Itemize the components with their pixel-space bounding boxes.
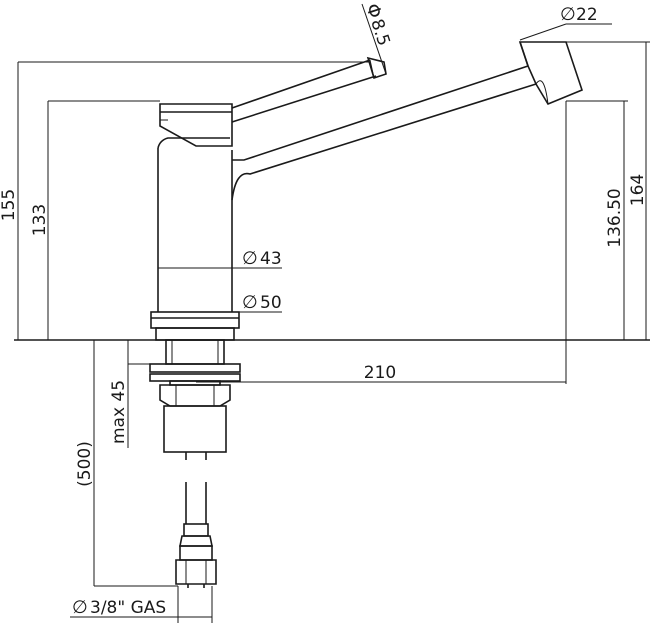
dim-label-133: 133 (30, 204, 50, 236)
dimension-155: 155 (0, 61, 370, 340)
dim-label-reach: 210 (364, 363, 396, 383)
diameter-symbol-body: ∅ (242, 248, 258, 269)
dim-label-hose-length: (500) (75, 441, 95, 487)
flexible-hose (175, 482, 217, 588)
dimension-spout-diameter: ∅ 22 (519, 4, 612, 41)
dim-label-spout-diameter: 22 (576, 5, 598, 25)
diameter-symbol-connection: ∅ (72, 597, 88, 618)
faucet-body (150, 103, 240, 341)
dimension-handle-diameter: Φ 8.5 (361, 1, 394, 75)
spout (231, 41, 583, 201)
dim-label-connection: 3/8" GAS (90, 598, 166, 618)
dimension-reach: 210 (196, 363, 566, 383)
lever-handle (231, 56, 387, 123)
diameter-symbol-spout: ∅ (560, 4, 576, 25)
dimension-133: 133 (30, 100, 160, 340)
diameter-symbol-handle: Φ (361, 1, 385, 21)
dimension-connection: ∅ 3/8" GAS (70, 586, 213, 623)
diameter-symbol-base: ∅ (242, 292, 258, 313)
dimension-max-deck-thickness: max 45 (109, 340, 150, 448)
dim-label-136-50: 136.50 (605, 188, 625, 247)
dimension-136-50: 136.50 (566, 100, 628, 340)
dim-label-body-diameter: 43 (260, 249, 282, 269)
dim-label-164: 164 (628, 174, 648, 206)
dim-label-base-diameter: 50 (260, 293, 282, 313)
dimension-hose-length: (500) (75, 340, 178, 587)
mounting-assembly (149, 339, 241, 460)
dim-label-handle-diameter: 8.5 (366, 17, 393, 49)
dimension-164: 164 (566, 41, 650, 340)
dim-label-max-thickness: max 45 (109, 380, 129, 444)
dimension-body-diameter: ∅ 43 (158, 248, 282, 269)
dim-label-155: 155 (0, 189, 19, 221)
dimension-base-diameter: ∅ 50 (151, 292, 282, 313)
